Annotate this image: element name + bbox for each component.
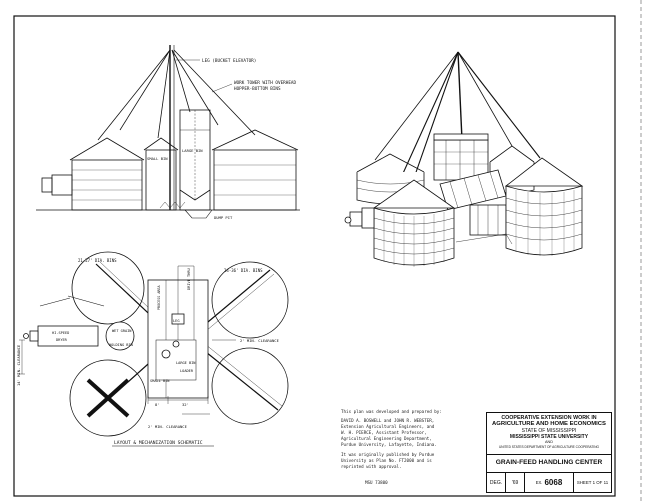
elevation-small-bin xyxy=(145,149,177,211)
label-clearance-right: 2' MIN. CLEARANCE xyxy=(240,338,280,343)
credits-line-1: This plan was developed and prepared by: xyxy=(341,409,442,414)
tb-line-4: MISSISSIPPI STATE UNIVERSITY xyxy=(509,434,589,441)
tb-ex-cell: EX. 6068 xyxy=(525,473,574,493)
label-leg: LEG (BUCKET ELEVATOR) xyxy=(202,58,256,64)
label-holding-bin: HOLDING BIN xyxy=(109,343,133,347)
tb-dwg-label: DEG. xyxy=(489,479,503,486)
perspective-shed-roof xyxy=(439,169,507,236)
tb-sheet: SHEET 1 OF 11 xyxy=(576,479,609,485)
label-small-bin-plan: SMALL BIN xyxy=(150,379,169,383)
label-bins-left: 21-27' DIA. BINS xyxy=(78,258,117,263)
tb-sheet-cell: SHEET 1 OF 11 xyxy=(574,479,611,485)
tb-line-3: STATE OF MISSISSIPPI xyxy=(521,428,577,435)
label-work-tower-2: HOPPER-BOTTOM BINS xyxy=(234,86,281,92)
label-drive-thru: DRIVE THRU xyxy=(187,268,191,290)
label-process-area: PROCESS AREA xyxy=(157,286,161,311)
credits-line-4: MSU 73800 xyxy=(365,479,388,485)
credits-line-3: It was originally published by Purdue Un… xyxy=(341,451,435,469)
tb-line-5: AND xyxy=(544,440,554,445)
perspective-bin-front-right xyxy=(504,157,584,256)
plan-dryer xyxy=(37,325,99,347)
label-loader: LOADER xyxy=(180,369,194,373)
plan-bin-top-left xyxy=(71,251,145,325)
sheet-border xyxy=(13,15,616,497)
plan-bin-top-right xyxy=(211,261,289,339)
label-clearance-vertical: 14' MIN. CLEARANCE xyxy=(16,344,21,386)
plan-labels: 21-27' DIA. BINS 24-36' DIA. BINS DRIVE … xyxy=(16,258,280,446)
plan-wet-holding-bin xyxy=(105,321,135,351)
label-plan-leg: LEG xyxy=(173,319,180,323)
tb-date: '69 xyxy=(511,479,519,486)
elevation-labels: LEG (BUCKET ELEVATOR) WORK TOWER WITH OV… xyxy=(147,58,296,220)
plan-title: LAYOUT & MECHANIZATION SCHEMATIC xyxy=(114,440,203,446)
tb-line-2: AGRICULTURE AND HOME ECONOMICS xyxy=(492,421,606,428)
elevation-bin-left xyxy=(71,159,143,211)
label-dim-8: 8' xyxy=(155,402,160,407)
label-clearance-bottom: 2' MIN. CLEARANCE xyxy=(148,424,188,429)
credits-block: This plan was developed and prepared by:… xyxy=(341,409,483,489)
tb-title: GRAIN-FEED HANDLING CENTER xyxy=(495,459,603,467)
credits-line-2: DAVID A. BOSWELL and JOHN R. WEBSTER, Ex… xyxy=(341,418,437,448)
label-work-tower-1: WORK TOWER WITH OVERHEAD xyxy=(234,80,296,86)
label-large-bin: LARGE BIN xyxy=(182,148,203,153)
perspective-work-tower xyxy=(433,133,489,181)
label-bins-right: 24-36' DIA. BINS xyxy=(224,268,263,273)
tb-dwg-cell: DEG. xyxy=(487,473,506,493)
tb-line-6: UNITED STATES DEPARTMENT OF AGRICULTURE … xyxy=(499,445,599,449)
plan-view xyxy=(19,251,289,447)
label-wet-grain: WET GRAIN xyxy=(112,329,131,333)
perspective-view xyxy=(344,51,584,267)
label-dryer-2: DRYER xyxy=(56,338,68,342)
tb-line-1: COOPERATIVE EXTENSION WORK IN xyxy=(501,415,597,421)
title-block: COOPERATIVE EXTENSION WORK IN AGRICULTUR… xyxy=(486,412,612,493)
label-large-bin: LARGE BIN xyxy=(176,361,195,365)
label-dim-32: 32' xyxy=(182,402,189,407)
label-dump-pit: DUMP PIT xyxy=(214,215,233,220)
plan-bin-bottom-left xyxy=(69,359,147,437)
tb-date-cell: '69 xyxy=(506,473,525,493)
tb-ex-number: 6068 xyxy=(544,478,563,487)
perspective-bin-front-left xyxy=(344,179,456,267)
label-small-bin: SMALL BIN xyxy=(147,156,168,161)
tb-ex-label: EX. xyxy=(535,479,543,485)
elevation-view xyxy=(36,45,300,219)
plan-bin-bottom-right xyxy=(211,347,289,425)
label-dryer-1: HI-SPEED xyxy=(52,331,69,335)
